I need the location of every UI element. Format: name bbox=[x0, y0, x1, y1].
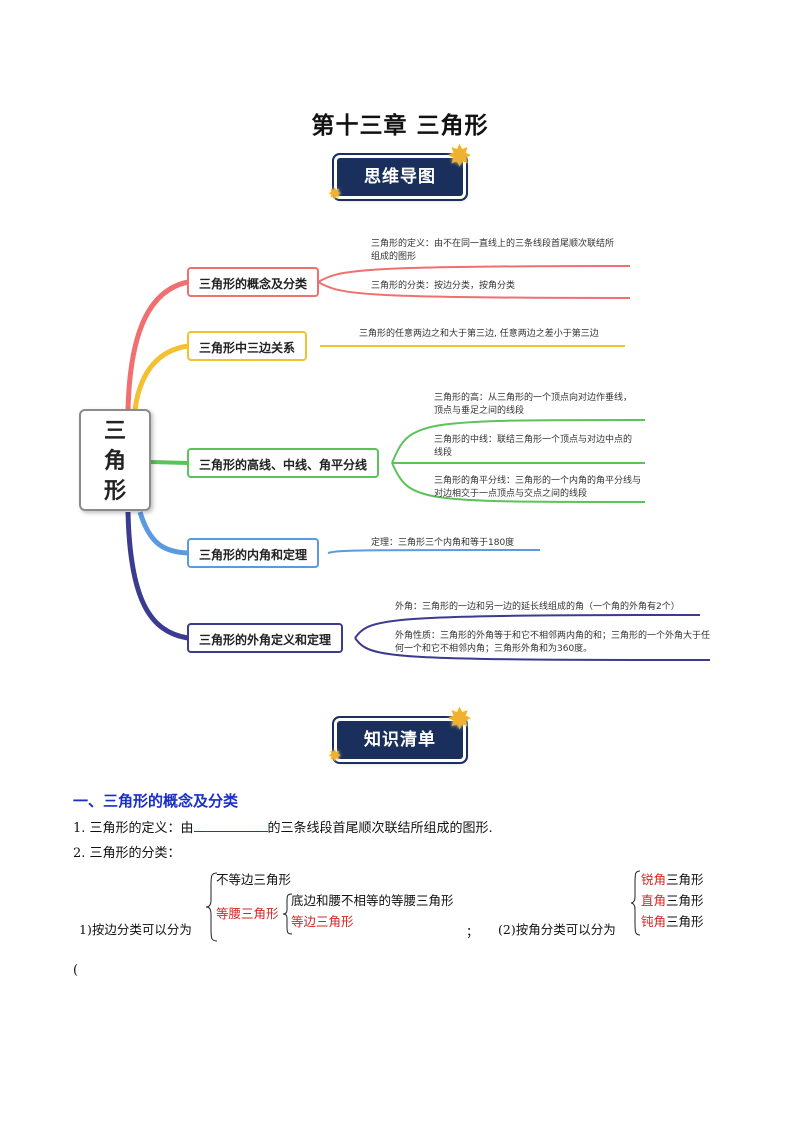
leaf-median: 三角形的中线：联结三角形一个顶点与对边中点的线段 bbox=[434, 435, 633, 458]
trailing-paren: ( bbox=[73, 963, 79, 978]
star-icon: ✸ bbox=[328, 746, 342, 765]
scalene-triangle: 不等边三角形 bbox=[216, 872, 292, 887]
definition-suffix: 的三条线段首尾顺次联结所组成的图形. bbox=[267, 821, 493, 836]
definition-prefix: 1. 三角形的定义：由 bbox=[73, 821, 194, 836]
brace-icon bbox=[282, 893, 293, 935]
side-classification-lead: 1)按边分类可以分为 bbox=[79, 922, 192, 937]
section-heading: 一、三角形的概念及分类 bbox=[73, 792, 239, 810]
leaf-definition: 三角形的定义：由不在同一直线上的三条线段首尾顺次联结所组成的图形 bbox=[371, 239, 615, 262]
obtuse-label: 钝角 bbox=[641, 914, 667, 929]
brace-icon bbox=[630, 870, 641, 936]
triangle-suffix: 三角形 bbox=[666, 893, 704, 908]
mindmap-connectors bbox=[125, 265, 711, 661]
right-label: 直角 bbox=[641, 893, 667, 908]
leaf-classification: 三角形的分类：按边分类，按角分类 bbox=[371, 281, 516, 291]
acute-triangle: 锐角三角形 bbox=[641, 870, 704, 890]
leaf-side-relation: 三角形的任意两边之和大于第三边, 任意两边之差小于第三边 bbox=[359, 329, 599, 339]
triangle-suffix: 三角形 bbox=[666, 872, 704, 887]
page-title: 第十三章 三角形 bbox=[311, 112, 489, 139]
star-icon: ✸ bbox=[328, 184, 342, 203]
branch-side-relation: 三角形中三边关系 bbox=[187, 331, 308, 361]
triangle-suffix: 三角形 bbox=[666, 914, 704, 929]
acute-label: 锐角 bbox=[641, 872, 667, 887]
leaf-angle-bisector: 三角形的角平分线：三角形的一个内角的角平分线与对边相交于一点顶点与交点之间的线段 bbox=[434, 476, 642, 499]
leaf-exterior-property: 外角性质：三角形的外角等于和它不相邻两内角的和；三角形的一个外角大于任何一个和它… bbox=[395, 631, 711, 654]
leaf-altitude: 三角形的高：从三角形的一个顶点向对边作垂线，顶点与垂足之间的线段 bbox=[434, 393, 633, 416]
mindmap-root: 三角形 bbox=[79, 409, 151, 511]
knowledge-badge: 知识清单 bbox=[337, 721, 463, 759]
mindmap-badge: 思维导图 bbox=[337, 158, 463, 196]
isosceles-triangle: 等腰三角形 bbox=[216, 906, 279, 921]
isosceles-non-equilateral: 底边和腰不相等的等腰三角形 bbox=[291, 893, 454, 908]
leaf-angle-sum: 定理：三角形三个内角和等于180度 bbox=[371, 538, 515, 548]
root-label: 三角形 bbox=[103, 419, 126, 504]
leaf-exterior-definition: 外角：三角形的一边和另一边的延长线组成的角（一个角的外角有2个） bbox=[395, 602, 680, 612]
branch-concept: 三角形的概念及分类 bbox=[187, 267, 320, 297]
star-icon: ✸ bbox=[447, 702, 473, 737]
item-classification: 2. 三角形的分类： bbox=[73, 846, 181, 861]
item-definition: 1. 三角形的定义：由 的三条线段首尾顺次联结所组成的图形. bbox=[73, 818, 493, 838]
branch-exterior-angles: 三角形的外角定义和定理 bbox=[187, 623, 344, 653]
right-triangle: 直角三角形 bbox=[641, 891, 704, 911]
semicolon: ； bbox=[466, 924, 479, 939]
branch-special-lines: 三角形的高线、中线、角平分线 bbox=[187, 448, 380, 478]
branch-interior-angles: 三角形的内角和定理 bbox=[187, 538, 320, 568]
obtuse-triangle: 钝角三角形 bbox=[641, 912, 704, 932]
equilateral-triangle: 等边三角形 bbox=[291, 914, 354, 929]
brace-icon bbox=[205, 872, 218, 942]
angle-classification-lead: (2)按角分类可以分为 bbox=[498, 922, 616, 937]
fill-blank[interactable] bbox=[193, 818, 268, 832]
star-icon: ✸ bbox=[447, 139, 473, 174]
